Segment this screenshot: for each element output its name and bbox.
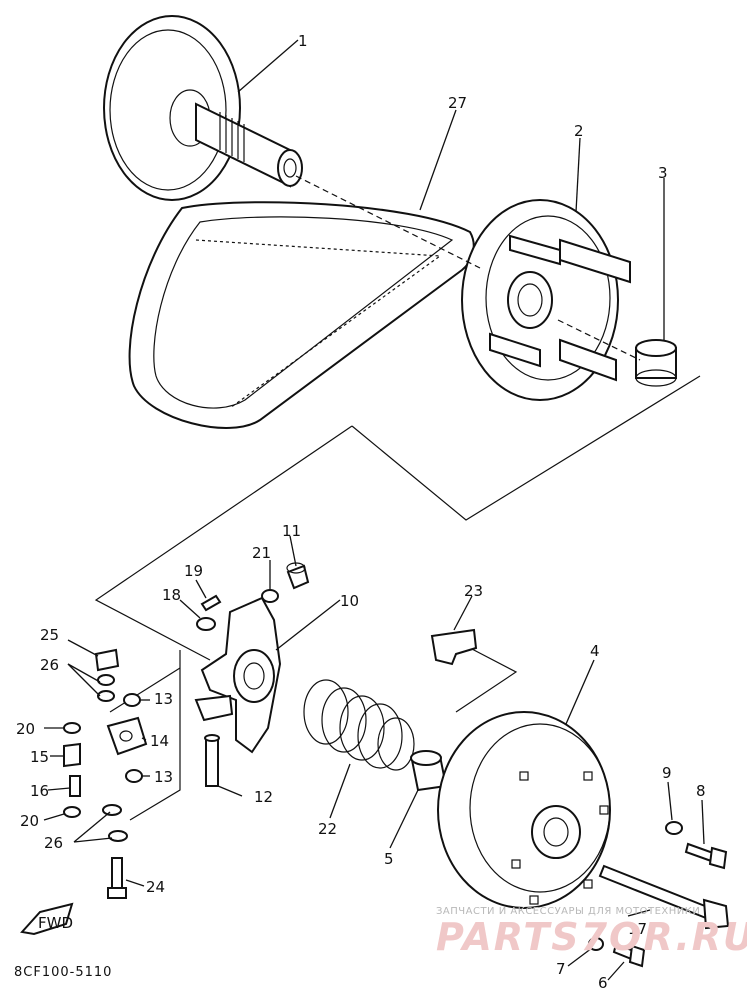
washer-part-26c [102, 804, 122, 816]
bolt-part-24 [107, 857, 127, 899]
v-belt-part [128, 201, 475, 429]
collar-part-15 [63, 742, 81, 768]
washer-part-20b [63, 806, 81, 818]
callout-23: 23 [464, 582, 483, 600]
bush-part [196, 617, 216, 631]
alignment-line [557, 319, 641, 361]
callout-4: 4 [590, 642, 600, 660]
callout-17: 17 [628, 920, 647, 938]
callout-14: 14 [150, 732, 169, 750]
slider-part-14 [106, 716, 148, 756]
callout-16: 16 [30, 782, 49, 800]
bolt-part-6 [612, 942, 646, 968]
assembly-outline [129, 650, 181, 821]
callout-12: 12 [254, 788, 273, 806]
assembly-outline [109, 667, 181, 713]
watermark-brand: PARTS7OR.RU [436, 915, 747, 959]
washer-part-20a [63, 722, 81, 734]
callout-22: 22 [318, 820, 337, 838]
guide-pin-part [204, 734, 220, 787]
callout-25: 25 [40, 626, 59, 644]
callout-10: 10 [340, 592, 359, 610]
callout-8: 8 [696, 782, 706, 800]
washer-part-9 [665, 821, 683, 835]
callout-26-top: 26 [40, 656, 59, 674]
callout-20-top: 20 [16, 720, 35, 738]
callout-labels: 1 27 2 3 11 21 19 18 10 23 25 26 13 20 1… [16, 32, 706, 992]
drawing-code: 8CF100-5110 [14, 965, 112, 980]
callout-7: 7 [556, 960, 566, 978]
callout-13-bottom: 13 [154, 768, 173, 786]
callout-9: 9 [662, 764, 672, 782]
assembly-outline [94, 425, 353, 661]
fixed-sheave-part [103, 15, 303, 201]
weight-holder-part [194, 596, 282, 754]
watermark-caption: ЗАПЧАСТИ И АКСЕССУАРЫ ДЛЯ МОТОТЕХНИКИ [436, 906, 700, 917]
cover-part [437, 711, 611, 909]
bolt-part-8 [684, 842, 728, 870]
washer-part-13b [125, 769, 143, 783]
callout-24: 24 [146, 878, 165, 896]
washer-part-26d [108, 830, 128, 842]
callout-20-bottom: 20 [20, 812, 39, 830]
bracket-part [430, 628, 478, 666]
washer-part-26a [97, 674, 115, 686]
callout-6: 6 [598, 974, 608, 992]
callout-2: 2 [574, 122, 584, 140]
assembly-outline [351, 375, 701, 521]
roller-part [286, 562, 310, 590]
compression-spring-part [303, 679, 415, 771]
assembly-outline [455, 647, 518, 713]
callout-27: 27 [448, 94, 467, 112]
callout-26-bottom: 26 [44, 834, 63, 852]
washer-part [261, 589, 279, 603]
pin-part [200, 594, 222, 612]
callout-13-top: 13 [154, 690, 173, 708]
leader-lines [43, 39, 705, 981]
movable-sheave-part [461, 199, 631, 401]
long-bolt-part [598, 864, 730, 930]
callout-5: 5 [384, 850, 394, 868]
nut-part-25 [94, 648, 120, 672]
callout-3: 3 [658, 164, 668, 182]
washer-part-13a [123, 693, 141, 707]
callout-18: 18 [162, 586, 181, 604]
washer-part-26b [97, 690, 115, 702]
callout-19: 19 [184, 562, 203, 580]
pin-part-16 [69, 775, 81, 797]
alignment-line [295, 175, 481, 269]
collar-part [635, 339, 677, 387]
callout-1: 1 [298, 32, 308, 50]
callout-15: 15 [30, 748, 49, 766]
callout-21: 21 [252, 544, 271, 562]
callout-11: 11 [282, 522, 301, 540]
fwd-label: FWD [38, 914, 73, 932]
fwd-arrow-icon: FWD [20, 902, 74, 936]
washer-part-7 [588, 937, 604, 951]
